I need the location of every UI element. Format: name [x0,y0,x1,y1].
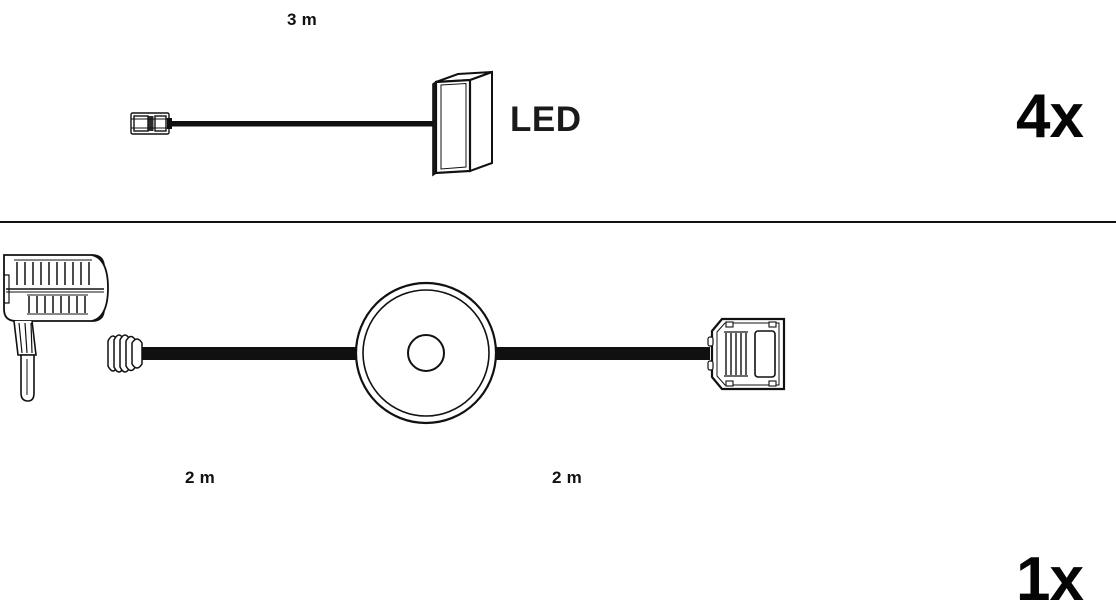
driver-connector-block [707,317,786,391]
led-panel-module [432,70,493,177]
cable-strain-relief [107,334,143,373]
power-supply-illustration [3,254,786,425]
power-supply-row: 2 m 2 m [0,223,1116,611]
quantity-power-supply: 1x [1016,545,1084,614]
thick-cable-left [128,347,366,360]
small-plug-connector [130,112,172,135]
round-distributor [354,281,498,425]
length-label-3m: 3 m [287,10,317,29]
led-module-row: 3 m [0,0,1116,222]
length-label-2m-left: 2 m [185,468,215,487]
quantity-led: 4x [1016,82,1084,151]
thick-cable-right [486,347,710,360]
led-module-illustration [130,70,493,177]
wall-plug-power-adapter [3,254,109,402]
led-component-label: LED [510,100,582,139]
row-divider [0,221,1116,223]
length-label-2m-right: 2 m [552,468,582,487]
thin-cable [168,121,440,127]
